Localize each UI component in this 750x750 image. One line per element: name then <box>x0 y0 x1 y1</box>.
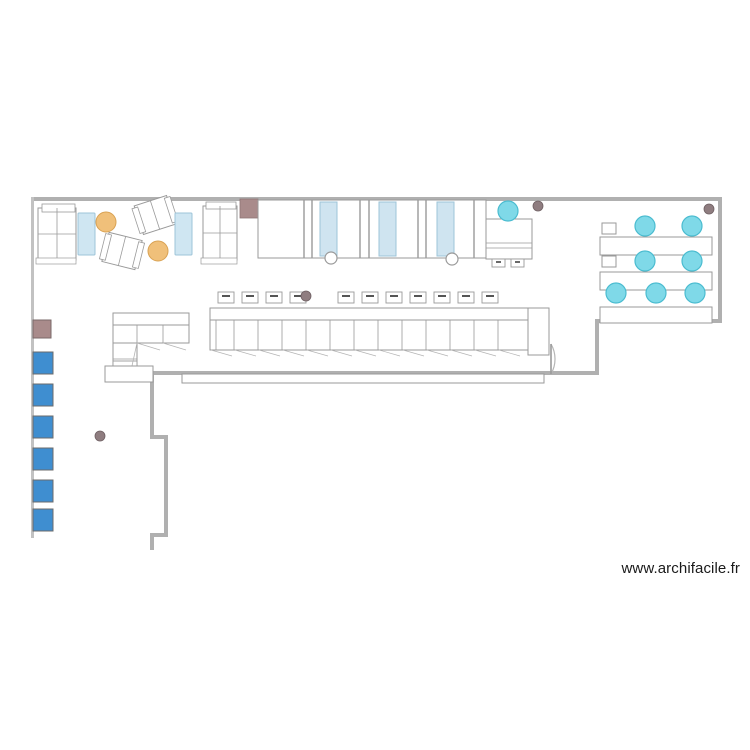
bay-panel-3[interactable] <box>436 201 455 257</box>
annex-shelf-row-1[interactable] <box>599 236 713 256</box>
left-wall-squares[interactable] <box>32 319 54 532</box>
service-counter-right[interactable] <box>485 200 533 268</box>
bay-stool-2[interactable] <box>445 252 459 266</box>
bar-stool-row[interactable] <box>217 291 499 304</box>
marker-dot-4[interactable] <box>94 430 106 442</box>
bay-panel-1[interactable] <box>319 201 338 257</box>
long-bar-counter[interactable] <box>209 291 550 357</box>
l-shaped-shelving[interactable] <box>104 312 190 383</box>
annex-table-1[interactable] <box>634 215 656 237</box>
wall-square-mauve[interactable] <box>32 319 52 339</box>
wall-square-blue-1[interactable] <box>32 351 54 375</box>
marker-dot-3[interactable] <box>300 290 312 302</box>
wall-square-blue-6[interactable] <box>32 508 54 532</box>
annex-table-4[interactable] <box>681 250 703 272</box>
annex-table-2[interactable] <box>681 215 703 237</box>
wall-panel-mauve <box>239 198 259 219</box>
armchair-upper[interactable] <box>131 194 179 236</box>
annex-table-3[interactable] <box>634 250 656 272</box>
rug-left[interactable] <box>77 212 96 256</box>
marker-dot-2[interactable] <box>703 203 715 215</box>
wall-right <box>718 197 722 323</box>
side-table-orange-2[interactable] <box>147 240 169 262</box>
wall-annex-left <box>595 319 599 373</box>
wall-top <box>31 197 722 201</box>
annex-box-2[interactable] <box>601 255 617 268</box>
counter-chair-1[interactable] <box>491 258 506 268</box>
sofa-left-1[interactable] <box>35 203 77 265</box>
lounge-area[interactable] <box>35 194 238 271</box>
wall-square-blue-3[interactable] <box>32 415 54 439</box>
wall-stepped-lower <box>150 373 168 550</box>
armchair-lower[interactable] <box>98 231 146 271</box>
watermark-archifacile: www.archifacile.fr <box>621 560 740 577</box>
rug-right[interactable] <box>174 212 193 256</box>
sofa-left-2[interactable] <box>200 201 238 265</box>
right-annex[interactable] <box>599 215 713 324</box>
side-table-orange-1[interactable] <box>95 211 117 233</box>
annex-table-7[interactable] <box>684 282 706 304</box>
wall-hall-bottom <box>152 371 599 375</box>
bay-panel-2[interactable] <box>378 201 397 257</box>
annex-box-1[interactable] <box>601 222 617 235</box>
wall-square-blue-4[interactable] <box>32 447 54 471</box>
annex-shelf-row-3[interactable] <box>599 306 713 324</box>
bay-stool-1[interactable] <box>324 251 338 265</box>
wall-square-blue-5[interactable] <box>32 479 54 503</box>
bar-top-band <box>209 307 529 321</box>
counter-chair-2[interactable] <box>510 258 525 268</box>
annex-table-5[interactable] <box>605 282 627 304</box>
central-partition-bays[interactable] <box>257 199 487 266</box>
entry-door-swing[interactable] <box>550 343 556 375</box>
long-bench-bottom-wall[interactable] <box>181 373 545 384</box>
annex-table-6[interactable] <box>645 282 667 304</box>
marker-dots[interactable] <box>94 200 715 442</box>
marker-dot-1[interactable] <box>532 200 544 212</box>
bar-end-cap[interactable] <box>527 307 550 356</box>
wall-square-blue-2[interactable] <box>32 383 54 407</box>
bar-seat-cells <box>209 319 529 357</box>
round-table-counter[interactable] <box>497 200 519 222</box>
